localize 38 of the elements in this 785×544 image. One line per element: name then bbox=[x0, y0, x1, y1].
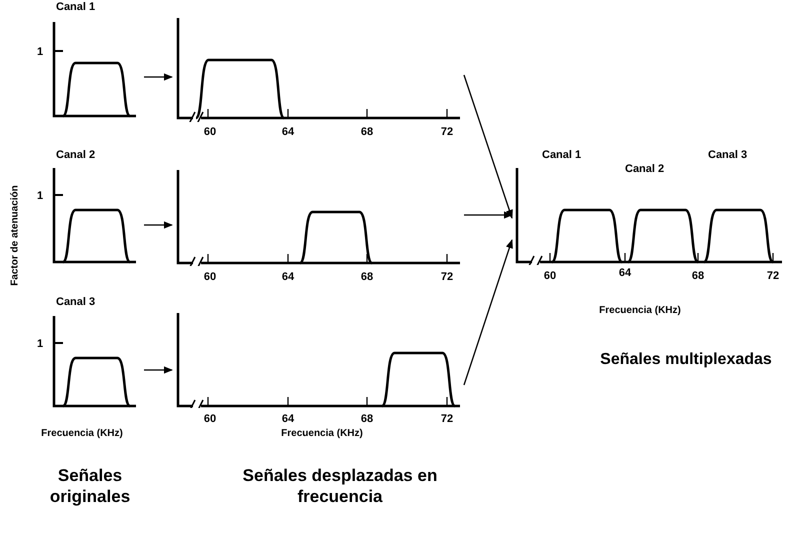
tick-label: 68 bbox=[690, 269, 706, 284]
tick-label: 1 bbox=[36, 189, 44, 204]
tick-label: 72 bbox=[440, 270, 454, 285]
tick-label: 60 bbox=[202, 270, 218, 285]
section-title: Señales originales bbox=[48, 465, 132, 508]
arrow bbox=[144, 73, 173, 81]
tick-label: 64 bbox=[280, 125, 296, 140]
channel-title: Canal 3 bbox=[56, 297, 96, 308]
arrow bbox=[144, 366, 173, 374]
section-title: Señales desplazadas en frecuencia bbox=[242, 465, 438, 508]
arrow bbox=[464, 211, 513, 219]
tick-label: 64 bbox=[280, 270, 296, 285]
tick-label: 1 bbox=[36, 337, 44, 352]
axis-label: Frecuencia (KHz) bbox=[40, 427, 124, 441]
tick-label: 60 bbox=[542, 269, 558, 284]
channel-label: Canal 2 bbox=[625, 162, 666, 177]
tick-label: 72 bbox=[440, 412, 454, 427]
arrow bbox=[463, 74, 513, 219]
arrow bbox=[463, 239, 513, 386]
tick-label: 64 bbox=[618, 266, 632, 281]
axis-label: Frecuencia (KHz) bbox=[598, 304, 682, 318]
tick-label: 68 bbox=[360, 270, 374, 285]
tick-label: 60 bbox=[202, 125, 218, 140]
axis-label: Factor de atenuación bbox=[8, 184, 22, 288]
tick-label: 1 bbox=[36, 45, 44, 60]
tick-label: 68 bbox=[360, 125, 374, 140]
tick-label: 64 bbox=[280, 412, 296, 427]
tick-label: 68 bbox=[360, 412, 374, 427]
channel-title: Canal 1 bbox=[56, 2, 96, 13]
tick-label: 60 bbox=[202, 412, 218, 427]
channel-label: Canal 1 bbox=[542, 148, 582, 163]
arrow bbox=[144, 221, 173, 229]
section-title: Señales multiplexadas bbox=[599, 350, 773, 370]
channel-label: Canal 3 bbox=[708, 148, 748, 163]
axis-label: Frecuencia (KHz) bbox=[280, 427, 364, 441]
tick-label: 72 bbox=[766, 269, 780, 284]
tick-label: 72 bbox=[440, 125, 454, 140]
channel-title: Canal 2 bbox=[56, 150, 96, 161]
